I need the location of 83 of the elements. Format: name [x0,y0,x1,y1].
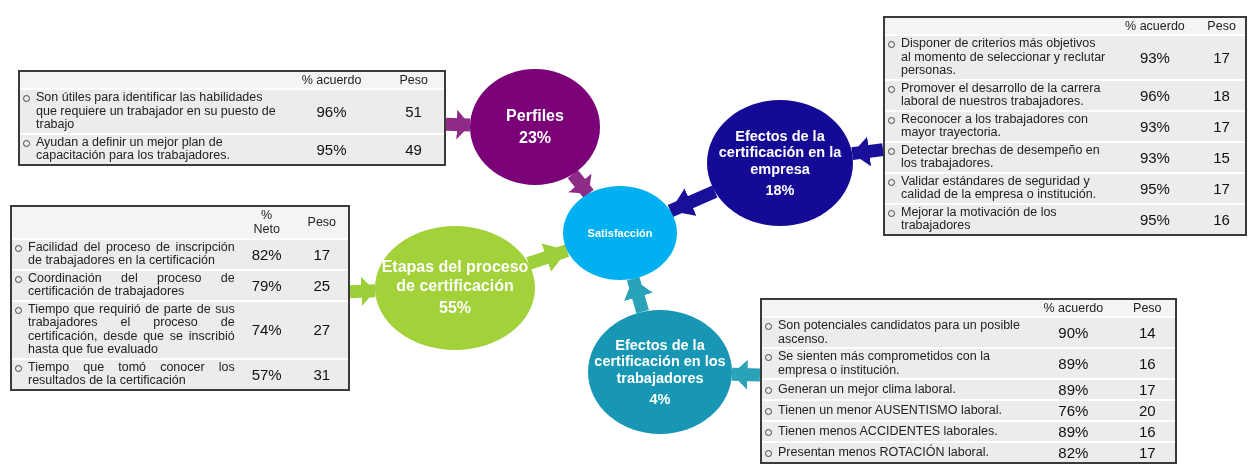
weight-value: 16 [1138,355,1157,373]
block-arrow [851,136,884,167]
item-text: Tiempo que requirió de parte de sus trabajadores el proceso de certificación, desde que se inscribió hasta que fue evaluado [28,302,235,357]
percent-value: 74% [250,321,283,339]
weight-value: 20 [1138,402,1157,420]
weight-value: 17 [1212,117,1231,135]
column-header: % Neto [252,208,281,237]
percent-value: 23% [519,129,551,148]
weight-value: 17 [1138,381,1157,399]
weight-value: 49 [404,140,423,158]
item-text: Detectar brechas de desempeño en los trabajadores. [901,143,1101,171]
percent-value: 79% [250,276,283,294]
column-header: Peso [398,73,429,88]
circle-title: Perfiles [506,106,564,125]
data-table [10,205,350,391]
column-header: Peso [306,215,338,230]
column-header: % acuerdo [300,73,363,88]
column-header: % acuerdo [1042,301,1105,316]
percent-value: 96% [315,103,348,121]
weight-value: 17 [1212,49,1231,67]
data-table [883,16,1247,236]
percent-value: 82% [250,245,283,263]
data-table [760,298,1177,465]
percent-value: 18% [765,181,795,199]
item-text: Tienen menos ACCIDENTES laborales. [778,425,998,439]
data-table [18,70,446,166]
item-text: Validar estándares de seguridad y calidad de la empresa o institución. [901,174,1098,202]
weight-value: 27 [312,321,332,339]
block-arrow [526,243,570,272]
circle-title: Satisfacción [587,226,653,240]
percent-value: 82% [1057,444,1090,462]
circle-title: Efectos de la certificación en los trabajadores [593,336,727,387]
item-text: Se sienten más comprometidos con la empresa o institución. [778,350,991,378]
percent-value: 89% [1057,381,1090,399]
percent-value: 95% [1138,179,1171,197]
item-text: Facilidad del proceso de inscripción de trabajadores en la certificación [28,240,235,268]
percent-value: 76% [1057,402,1090,420]
weight-value: 16 [1212,210,1231,228]
percent-value: 95% [1138,210,1171,228]
item-text: Tiempo que tomó conocer los resultados de la certificación [28,360,235,388]
block-arrow [349,276,376,307]
column-header: % acuerdo [1124,19,1186,34]
weight-value: 17 [1138,444,1157,462]
weight-value: 17 [312,245,332,263]
item-text: Mejorar la motivación de los trabajadores [901,205,1058,233]
weight-value: 14 [1138,324,1157,342]
weight-value: 31 [312,365,332,383]
weight-value: 15 [1212,148,1231,166]
item-text: Tienen un menor AUSENTISMO laboral. [778,404,1002,418]
percent-value: 93% [1138,148,1171,166]
percent-value: 96% [1138,86,1171,104]
weight-value: 17 [1212,179,1231,197]
item-text: Coordinación del proceso de certificación de trabajadores [28,271,235,299]
item-text: Presentan menos ROTACIÓN laboral. [778,446,989,460]
percent-value: 57% [250,365,283,383]
percent-value: 95% [315,140,348,158]
percent-value: 93% [1138,49,1171,67]
column-header: Peso [1206,19,1237,34]
percent-value: 55% [439,299,471,318]
item-text: Son potenciales candidatos para un posible ascenso. [778,319,1021,347]
item-text: Ayudan a definir un mejor plan de capacitación para los trabajadores. [36,135,231,163]
percent-value: 89% [1057,355,1090,373]
weight-value: 51 [404,103,423,121]
block-arrow [624,276,653,314]
weight-value: 16 [1138,423,1157,441]
column-header: Peso [1132,301,1163,316]
block-arrow [445,109,471,140]
percent-value: 4% [649,390,671,408]
item-text: Reconocer a los trabajadores con mayor trayectoria. [901,112,1089,140]
circle-title: Efectos de la certificación en la empresa [717,127,843,178]
block-arrow [731,359,761,390]
item-text: Generan un mejor clima laboral. [778,383,956,397]
weight-value: 18 [1212,86,1231,104]
weight-value: 25 [312,276,332,294]
circle-title: Etapas del proceso de certificación [380,258,530,296]
block-arrow [567,170,594,198]
item-text: Son útiles para identificar las habilidades que requiere un trabajador en su puesto de trabajo [36,91,277,132]
block-arrow [667,185,718,217]
item-text: Promover el desarrollo de la carrera laboral de nuestros trabajadores. [901,81,1102,109]
item-text: Disponer de criterios más objetivos al momento de seleccionar y reclutar personas. [901,37,1107,78]
percent-value: 90% [1057,324,1090,342]
percent-value: 89% [1057,423,1090,441]
percent-value: 93% [1138,117,1171,135]
